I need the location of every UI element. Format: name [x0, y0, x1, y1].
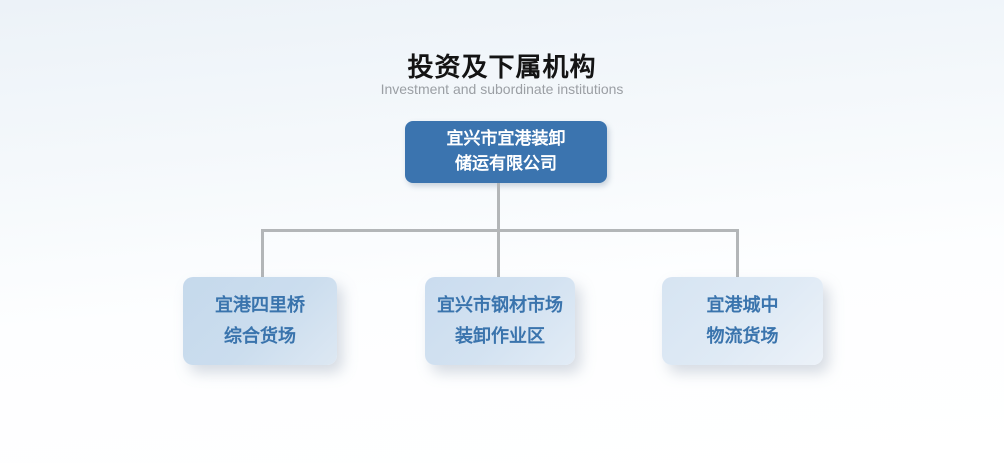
org-node-child-1-line1: 宜港四里桥: [215, 295, 305, 316]
connector-drop-middle: [497, 229, 500, 277]
org-node-child-1: 宜港四里桥 综合货场: [183, 277, 337, 365]
org-node-root-line2: 储运有限公司: [455, 154, 557, 173]
org-node-child-2-line2: 装卸作业区: [455, 326, 545, 346]
org-node-child-3-line1: 宜港城中: [706, 295, 779, 316]
org-node-child-1-line2: 综合货场: [224, 326, 296, 346]
connector-horizontal: [261, 229, 739, 232]
org-node-root: 宜兴市宜港装卸 储运有限公司: [405, 121, 607, 183]
org-node-child-2-line1: 宜兴市钢材市场: [437, 295, 563, 316]
connector-drop-right: [736, 229, 739, 277]
page-subtitle: Investment and subordinate institutions: [380, 81, 624, 97]
org-node-child-3-line2: 物流货场: [706, 326, 779, 346]
org-node-child-2: 宜兴市钢材市场 装卸作业区: [425, 277, 575, 365]
connector-drop-left: [261, 229, 264, 277]
connector-root-stem: [497, 183, 500, 231]
org-node-child-3: 宜港城中 物流货场: [662, 277, 823, 365]
org-node-root-line1: 宜兴市宜港装卸: [446, 129, 566, 149]
page-title: 投资及下属机构: [407, 52, 597, 82]
